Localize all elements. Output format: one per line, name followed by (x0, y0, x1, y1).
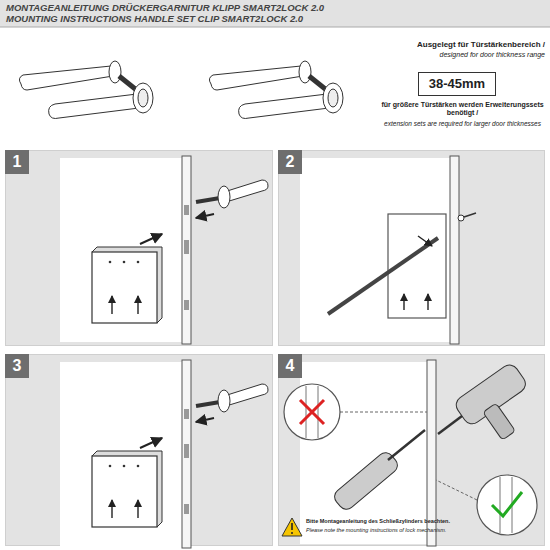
warning-note: Please note the mounting instructions of… (306, 527, 476, 533)
header-band (0, 0, 550, 27)
step-panel (5, 354, 273, 546)
range-note: Ausgelegt für Türstärkenbereich / (360, 40, 545, 49)
range-box: 38-45mm (418, 72, 496, 96)
sheet-title: MONTAGEANLEITUNG DRÜCKERGARNITUR KLIPP S… (6, 2, 546, 13)
step-number: 3 (5, 354, 29, 378)
step-number: 4 (278, 354, 302, 378)
step-number: 1 (5, 150, 29, 174)
range-note: designed for door thickness range (360, 51, 545, 59)
range-note: für größere Türstärken werden Erweiterun… (380, 101, 545, 117)
step-number: 2 (278, 150, 302, 174)
step-panel (5, 150, 273, 346)
step-panel (278, 150, 545, 346)
header-rule (0, 27, 550, 28)
handle-set (209, 61, 343, 119)
handle-set (19, 61, 153, 119)
thickness-range: 38-45mm (419, 73, 495, 95)
step-panel (278, 354, 545, 546)
sheet-subtitle: MOUNTING INSTRUCTIONS HANDLE SET CLIP SM… (6, 14, 546, 25)
warning-note: Bitte Montageanleitung des Schließzylind… (306, 518, 476, 524)
range-note: extension sets are required for larger d… (380, 120, 545, 127)
